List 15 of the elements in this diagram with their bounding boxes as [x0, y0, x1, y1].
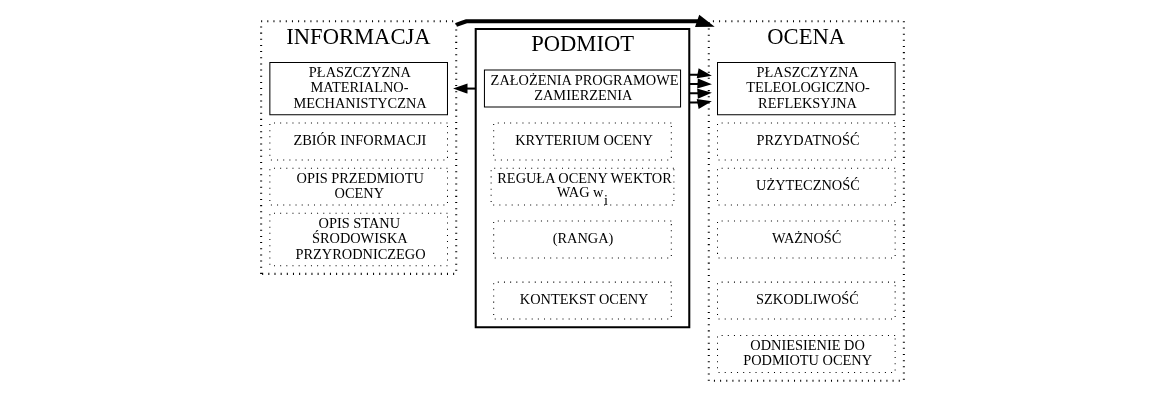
node-box: PŁASZCZYZNA TELEOLOGICZNO-REFLEKSYJNA [717, 61, 896, 115]
node-box: ZAŁOŻENIA PROGRAMOWE ZAMIERZENIA [483, 69, 682, 108]
arrow [455, 14, 715, 27]
node-box: OPIS STANU ŚRODOWISKA PRZYRODNICZEGO [269, 212, 448, 266]
node-box: ZBIÓR INFORMACJI [269, 121, 448, 160]
node-box: KONTEKST OCENY [493, 281, 672, 320]
node-box: SZKODLIWOŚĆ [717, 281, 896, 320]
node-box: (RANGA) [493, 220, 672, 258]
node-box: ODNIESIENIE DO PODMIOTU OCENY [717, 334, 896, 373]
node-box: PRZYDATNOŚĆ [717, 121, 896, 160]
node-box: OPIS PRZEDMIOTU OCENY [269, 167, 448, 206]
node-box: WAŻNOŚĆ [717, 220, 896, 258]
node-box: KRYTERIUM OCENY [493, 121, 672, 160]
node-box: UŻYTECZNOŚĆ [717, 167, 896, 206]
node-box: PŁASZCZYZNA MATERIALNO-MECHANISTYCZNA [269, 61, 448, 115]
